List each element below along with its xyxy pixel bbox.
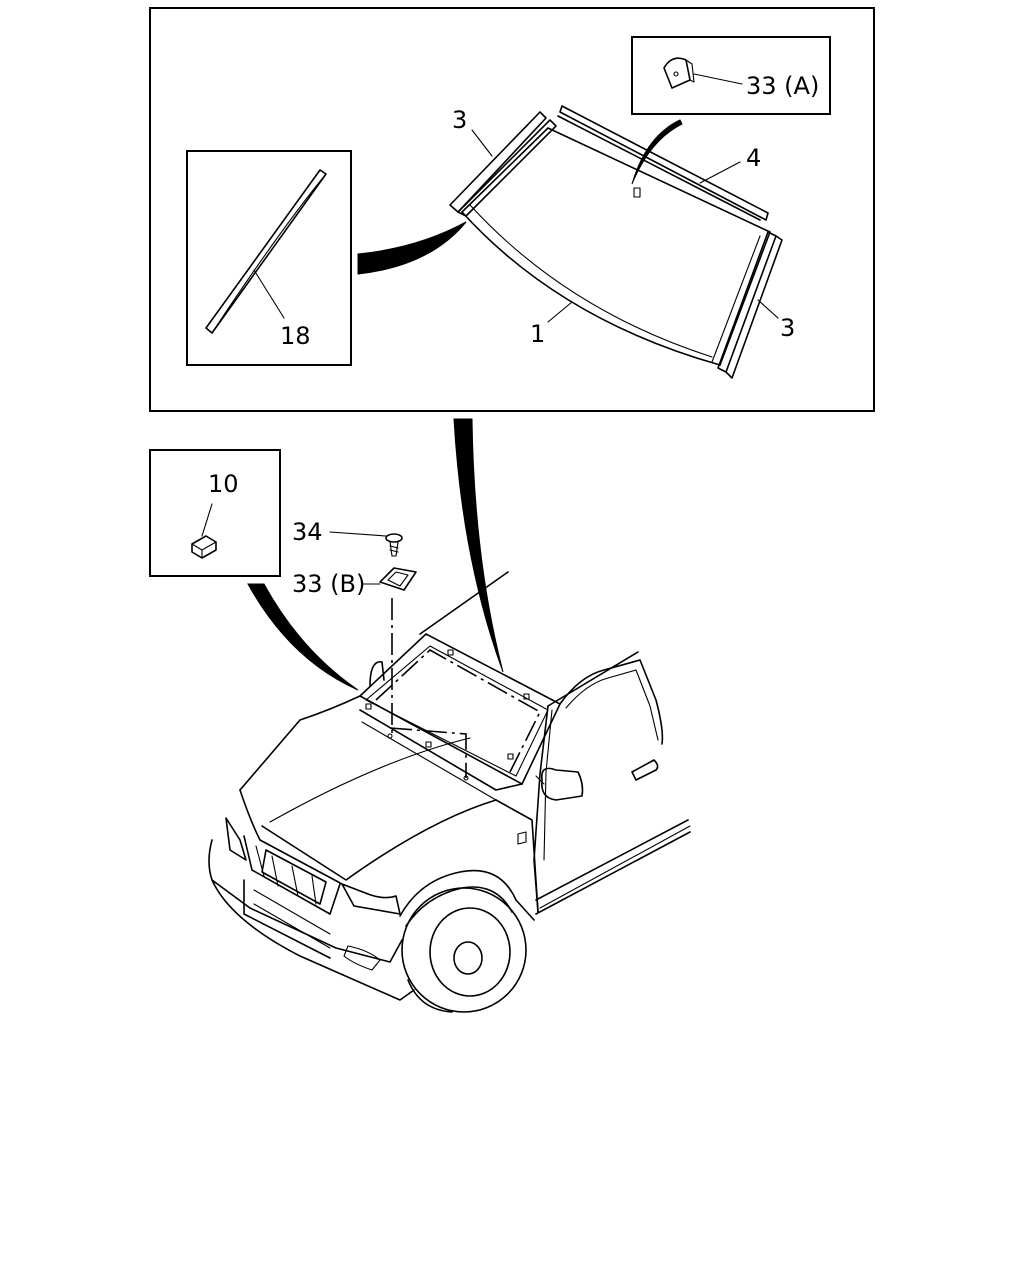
spacer-10-icon [191,535,217,559]
pointer-10 [247,583,359,691]
vehicle-front-view [208,571,691,1013]
molding-18-strip [205,169,327,334]
label-part-10: 10 [208,470,239,498]
callout-part-3-right: 3 [757,299,795,342]
label-part-33b: 33 (B) [292,570,365,598]
spacer-10-inset [149,449,281,577]
callout-part-4: 4 [699,144,761,184]
label-part-1: 1 [530,320,545,348]
bracket-33a-icon [663,57,695,89]
pointer-windshield-to-vehicle [453,418,504,673]
upper-side-molding [449,111,557,217]
callout-part-1: 1 [530,301,573,348]
pointer-18 [357,221,467,275]
screw-34-icon [385,533,403,557]
pointer-33a [631,119,683,185]
top-molding [557,105,769,221]
right-side-molding [711,231,783,379]
bracket-33b-icon [379,567,417,591]
label-part-3-right: 3 [780,314,795,342]
bracket-33a-inset [631,36,831,115]
label-part-18: 18 [280,322,311,350]
callout-part-3-upper: 3 [452,106,493,157]
label-part-4: 4 [746,144,761,172]
windshield-glass [461,127,771,366]
label-part-34: 34 [292,518,323,546]
label-part-33a: 33 (A) [746,72,819,100]
label-part-3-upper: 3 [452,106,467,134]
